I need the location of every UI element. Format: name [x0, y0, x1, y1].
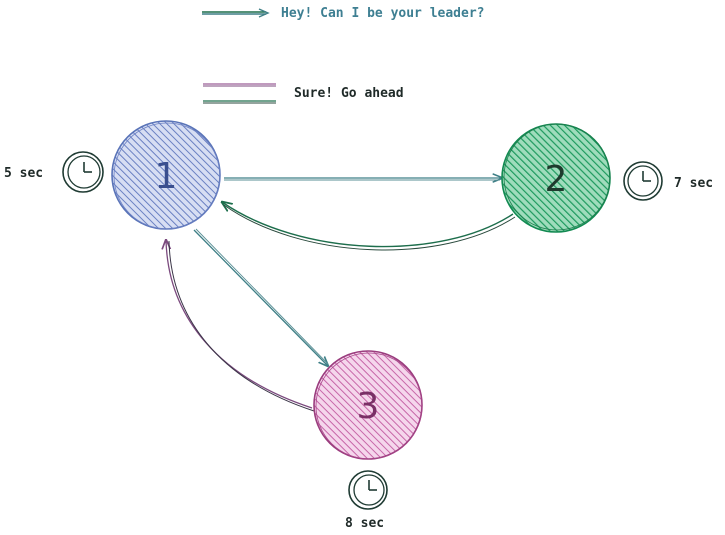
- clock-icon: [623, 161, 663, 201]
- clock-icon: [62, 151, 104, 193]
- legend: Hey! Can I be your leader? Sure! Go ahea…: [202, 6, 485, 104]
- clock-icon: [348, 470, 388, 510]
- edge-1-to-2-request: [224, 178, 502, 180]
- node-3: 3: [313, 350, 423, 460]
- node-2-label: 2: [545, 159, 568, 200]
- node-1: 1: [111, 120, 221, 230]
- legend-ack-label: Sure! Go ahead: [294, 86, 404, 101]
- node-3-label: 3: [357, 386, 380, 427]
- node-2-timer: 7 sec: [623, 161, 713, 201]
- legend-request-arrow-icon: [202, 8, 270, 18]
- node-1-timer: 5 sec: [4, 151, 104, 193]
- edge-2-to-1-ack: [222, 202, 516, 251]
- node-1-label: 1: [155, 156, 178, 197]
- legend-request-label: Hey! Can I be your leader?: [281, 6, 485, 21]
- node-3-timer: 8 sec: [345, 470, 388, 531]
- node-2-timer-label: 7 sec: [674, 176, 713, 191]
- node-3-timer-label: 8 sec: [345, 516, 384, 531]
- legend-ack-arrow-icon: [203, 83, 276, 104]
- node-2: 2: [501, 123, 611, 233]
- node-1-timer-label: 5 sec: [4, 166, 43, 181]
- edge-3-to-1-ack: [166, 240, 315, 412]
- edge-1-to-3-request: [193, 228, 328, 366]
